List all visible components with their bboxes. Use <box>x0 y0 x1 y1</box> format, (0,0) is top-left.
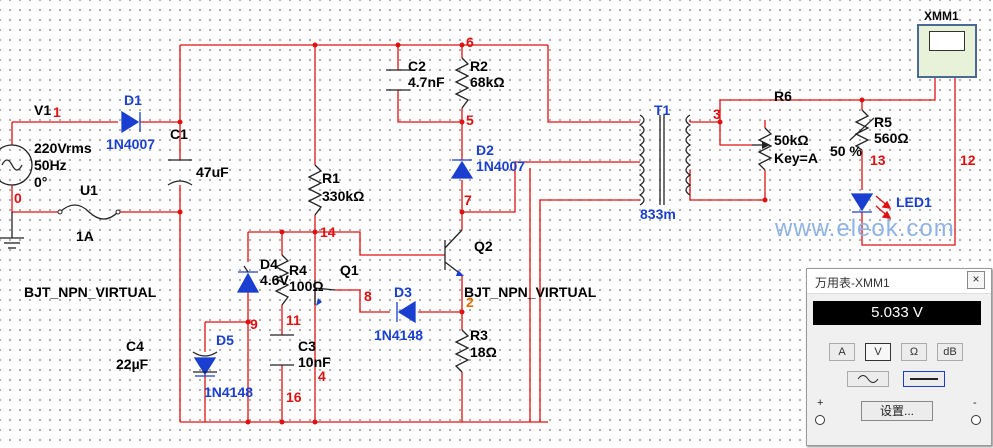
r3-value: 18Ω <box>470 344 497 360</box>
d1-part: 1N4007 <box>106 136 156 152</box>
settings-button[interactable]: 设置... <box>861 401 933 421</box>
plus-terminal[interactable] <box>815 415 825 425</box>
node-label: 4 <box>318 368 326 384</box>
multimeter-instrument-icon[interactable] <box>917 24 977 78</box>
node-label: 14 <box>320 224 336 240</box>
mode-ohm-button[interactable]: Ω <box>901 343 927 361</box>
r3-name: R3 <box>470 327 488 343</box>
node-label: 7 <box>464 192 472 208</box>
mode-amp-button[interactable]: A <box>829 343 855 361</box>
node-label: 2 <box>466 294 474 310</box>
node-label: 1 <box>53 104 61 120</box>
c3-name: C3 <box>298 338 316 354</box>
r5-value: 560Ω <box>874 130 909 146</box>
mode-volt-button[interactable]: V <box>865 343 891 361</box>
r1-value: 330kΩ <box>322 188 365 204</box>
t1-value: 833m <box>640 206 676 222</box>
node-label: 5 <box>466 112 474 128</box>
d4-value: 4.6V <box>260 272 289 288</box>
c1-value: 47uF <box>196 164 229 180</box>
c4-value: 22µF <box>116 356 149 372</box>
v1-line3: 0° <box>34 174 48 190</box>
u1-value: 1A <box>76 228 94 244</box>
node-label: 13 <box>870 152 886 168</box>
ac-wave-icon <box>857 375 879 383</box>
t1-name: T1 <box>654 102 671 118</box>
d3-name: D3 <box>394 284 412 300</box>
d1-name: D1 <box>124 92 142 108</box>
d2-part: 1N4007 <box>476 158 526 174</box>
r2-value: 68kΩ <box>470 74 505 90</box>
r4-value: 100Ω <box>289 278 324 294</box>
node-label: 9 <box>250 316 258 332</box>
c3-value: 10nF <box>298 354 331 370</box>
meter-face-icon <box>929 31 965 51</box>
node-label: 16 <box>286 389 302 405</box>
r4-name: R4 <box>289 262 307 278</box>
ac-wave-button[interactable] <box>847 371 889 387</box>
v1-line2: 50Hz <box>34 157 67 173</box>
watermark: www.eleok.com <box>775 215 955 242</box>
node-label: 11 <box>286 312 301 328</box>
node-label: 8 <box>364 288 372 304</box>
node-label: 12 <box>960 152 976 168</box>
reading-display: 5.033 V <box>813 301 981 325</box>
r1-name: R1 <box>322 170 340 186</box>
waveform-buttons <box>847 371 945 387</box>
d5-part: 1N4148 <box>204 384 254 400</box>
r6-value: 50kΩ <box>774 132 809 148</box>
q1-model: BJT_NPN_VIRTUAL <box>24 284 157 300</box>
r2-name: R2 <box>470 58 488 74</box>
q2-model: BJT_NPN_VIRTUAL <box>464 284 597 300</box>
minus-terminal[interactable] <box>971 415 981 425</box>
node-label: 6 <box>466 34 474 50</box>
node-label: 3 <box>713 106 721 122</box>
q1-name: Q1 <box>340 262 359 278</box>
minus-terminal-label: - <box>973 397 977 409</box>
v1-name: V1 <box>34 102 52 118</box>
dc-line-icon <box>910 378 938 380</box>
diode-icons <box>121 110 874 377</box>
mode-db-button[interactable]: dB <box>937 343 963 361</box>
ac-source-icon <box>0 144 33 249</box>
d5-name: D5 <box>216 332 234 348</box>
u1-name: U1 <box>80 182 98 198</box>
q2-name: Q2 <box>474 238 493 254</box>
panel-title: 万用表-XMM1 <box>815 276 890 290</box>
r5-name: R5 <box>874 114 892 130</box>
c2-value: 4.7nF <box>408 74 445 90</box>
panel-titlebar[interactable]: 万用表-XMM1 × <box>807 269 991 294</box>
led1-name: LED1 <box>896 194 932 210</box>
c1-name: C1 <box>170 126 188 142</box>
node-label: 0 <box>14 190 22 206</box>
close-button[interactable]: × <box>967 271 985 289</box>
c4-name: C4 <box>126 338 144 354</box>
v1-line1: 220Vrms <box>34 140 92 156</box>
fuse-icon <box>59 204 119 220</box>
r6-name: R6 <box>774 88 792 104</box>
dc-line-button[interactable] <box>903 371 945 387</box>
d4-name: D4 <box>260 256 278 272</box>
r6-key: Key=A <box>774 150 818 166</box>
mode-buttons: A V Ω dB <box>829 343 963 361</box>
xmm1-label: XMM1 <box>924 9 959 23</box>
multimeter-panel[interactable]: 万用表-XMM1 × 5.033 V A V Ω dB 设置... + - <box>806 268 992 446</box>
d2-name: D2 <box>476 142 494 158</box>
c2-name: C2 <box>408 58 426 74</box>
plus-terminal-label: + <box>817 397 824 409</box>
d3-part: 1N4148 <box>374 327 424 343</box>
r6-percent: 50 % <box>830 143 862 159</box>
